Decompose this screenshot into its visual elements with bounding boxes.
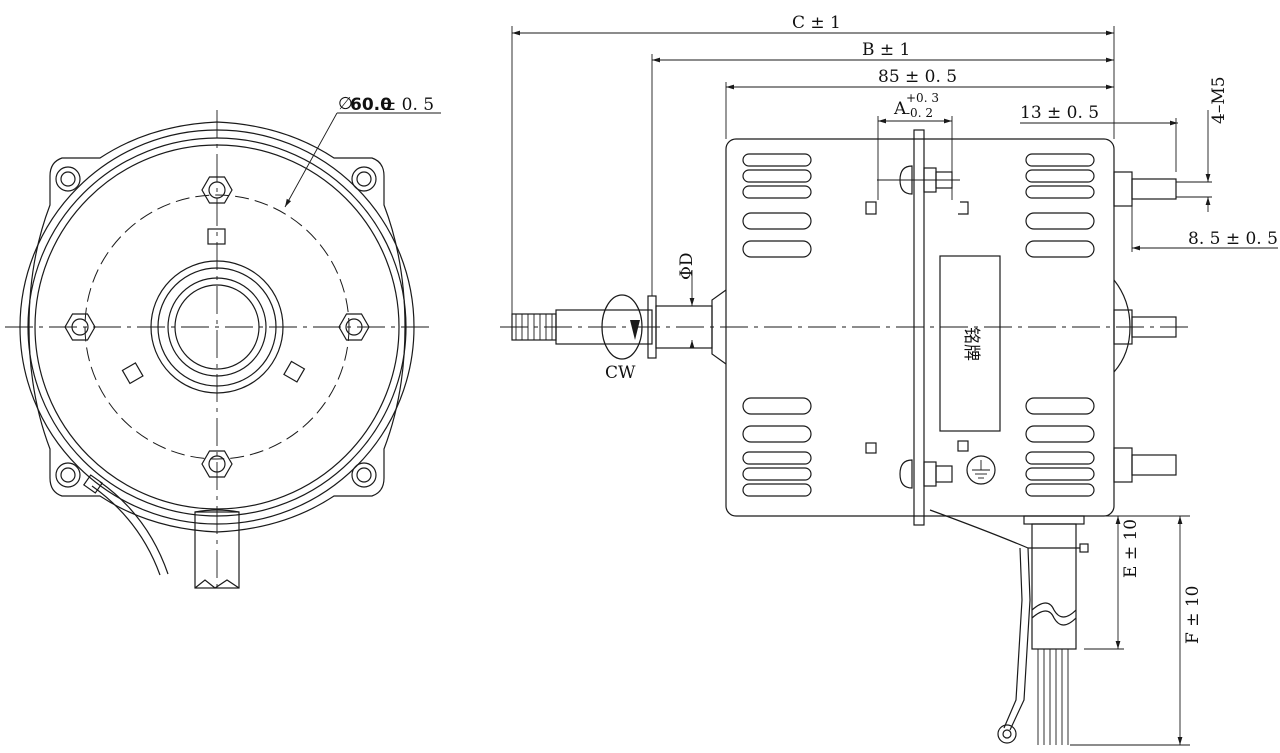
dim-b: B ± 1 <box>862 40 910 60</box>
cable <box>929 509 1089 745</box>
stud-top <box>1113 171 1212 207</box>
hex-nut-bottom <box>201 450 233 478</box>
dim-13: 13 ± 0. 5 <box>1020 103 1099 123</box>
nameplate <box>939 255 1001 432</box>
dim-phid: ΦD <box>677 252 697 280</box>
front-view: ∅ 60.0 ± 0. 5 <box>5 94 441 590</box>
ground-icon <box>966 455 996 485</box>
flange-bolt-bottom <box>865 440 969 489</box>
mount-hole-br <box>351 462 377 488</box>
dim-f: F ± 10 <box>1183 586 1203 644</box>
mount-hole-tl <box>55 166 81 192</box>
hex-nut-top <box>201 176 233 204</box>
flange-bolt-top <box>865 165 969 215</box>
mount-hole-bl <box>55 462 81 488</box>
mount-hole-tr <box>351 166 377 192</box>
dim-8-5: 8. 5 ± 0. 5 <box>1188 229 1278 249</box>
dim-c: C ± 1 <box>792 13 841 33</box>
side-view: 铭牌 CW ΦD <box>500 13 1278 746</box>
nameplate-label: 铭牌 <box>961 327 981 361</box>
diameter-value: 60.0 <box>350 95 392 115</box>
dim-85: 85 ± 0. 5 <box>878 67 957 87</box>
rotation-arrow-icon <box>601 294 643 360</box>
dim-a-tol-upper: +0. 3 <box>906 91 939 105</box>
vent-slots <box>742 153 1095 497</box>
diameter-tolerance: ± 0. 5 <box>382 95 434 115</box>
hex-nut-right <box>338 313 370 341</box>
stud-middle <box>1113 309 1177 345</box>
dim-a-tol-lower: -0. 2 <box>906 106 933 120</box>
rotation-label: CW <box>605 363 636 383</box>
stud-bottom <box>1113 447 1177 483</box>
hex-nut-left <box>64 313 96 341</box>
dim-e: E ± 10 <box>1121 519 1141 578</box>
dim-a: A <box>893 99 907 119</box>
diameter-symbol: ∅ <box>338 94 353 114</box>
dim-4m5: 4–M5 <box>1209 76 1229 124</box>
